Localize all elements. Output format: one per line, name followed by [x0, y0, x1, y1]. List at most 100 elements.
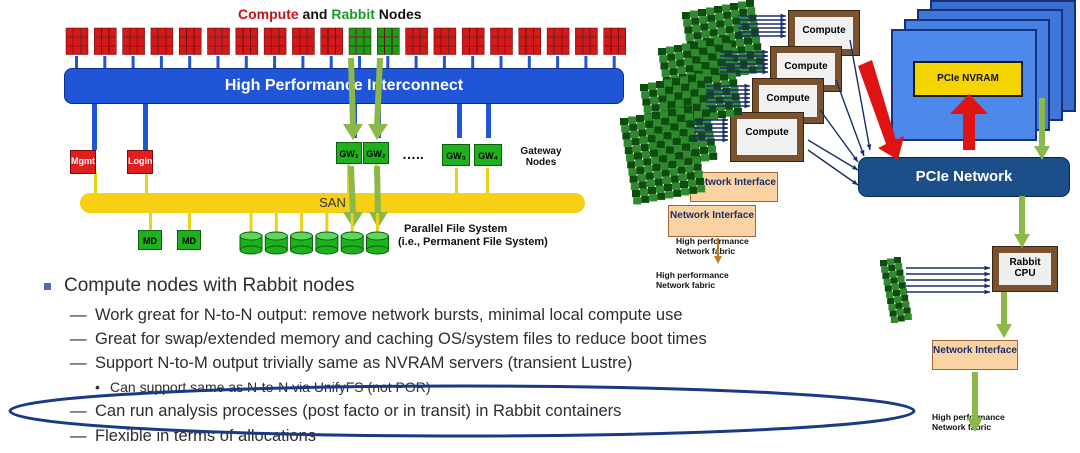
rack-grid-1 [677, 166, 686, 174]
node-cell [222, 27, 230, 37]
rack-grid-3 [706, 39, 714, 47]
rabbit-rack-grid [901, 294, 909, 302]
hpn-label-1: High performance Network fabric [656, 270, 729, 290]
rack-grid-1 [668, 109, 676, 117]
rack-grid-3 [722, 36, 730, 44]
node-cell [433, 45, 442, 55]
md1-link [149, 213, 152, 231]
rack-grid-1 [628, 168, 637, 176]
mgmt-label: Mgmt [71, 156, 95, 166]
rack-grid-1 [651, 156, 660, 164]
node-cell [363, 36, 372, 46]
rack-grid-4 [746, 0, 754, 8]
node-cell [137, 27, 145, 37]
rack-grid-3 [723, 43, 732, 51]
rack-grid-1 [664, 184, 672, 192]
rack-grid-1 [655, 133, 664, 141]
rack-grid-4 [748, 66, 757, 74]
node-cell [405, 36, 413, 46]
node-cell [327, 36, 336, 46]
rack1-link-head [722, 117, 728, 123]
rack-grid-3 [714, 89, 723, 97]
rack-grid-2 [681, 83, 690, 91]
gw1-label: GW₁ [339, 149, 359, 159]
rack-grid-1 [672, 182, 680, 190]
node-cell [178, 36, 187, 46]
node-cell [603, 36, 611, 46]
rack-grid-3 [691, 49, 700, 57]
node-cell [299, 27, 308, 37]
bullet-item-3: Support N-to-M output trivially same as … [95, 354, 633, 372]
rabbit-rack-grid [893, 290, 900, 297]
node-cell [94, 45, 102, 55]
md2-link [188, 213, 191, 231]
network-interface-label-3: Network Interface [933, 345, 1017, 356]
rack3-link-head [762, 53, 768, 59]
rack-grid-2 [649, 89, 658, 97]
hpn-label-2: High performance Network fabric [676, 236, 749, 256]
node-link [612, 56, 616, 68]
node-cell [505, 27, 513, 37]
node-cell [461, 45, 470, 55]
node-cell [165, 27, 174, 37]
node-cell [575, 36, 583, 46]
compute-node [94, 27, 117, 55]
node-cell [278, 27, 287, 37]
rack-grid-1 [671, 130, 680, 138]
rack-grid-3 [709, 60, 718, 68]
rack-grid-4 [731, 10, 740, 18]
rack-grid-2 [695, 118, 704, 126]
rabbit-cpu-label: Rabbit CPU [999, 253, 1051, 285]
rack-grid-4 [749, 21, 758, 29]
rack-grid-4 [699, 16, 708, 24]
node-cell [554, 36, 562, 46]
rabbit-rack-grid [889, 310, 897, 317]
compute-node [263, 27, 287, 55]
rack-grid-2 [672, 78, 680, 86]
rack-grid-1 [656, 185, 664, 193]
node-cell [405, 45, 413, 55]
compute-node [546, 27, 570, 55]
compute1-pcie-link-b [807, 149, 859, 186]
rack-grid-4 [755, 57, 764, 65]
node-cell [575, 27, 583, 37]
rabbit-to-gw2-arrow [374, 57, 383, 127]
bullet-item-1: Work great for N-to-N output: remove net… [95, 306, 683, 324]
rack-grid-1 [645, 120, 654, 128]
node-cell [392, 36, 400, 46]
node-cell [554, 45, 562, 55]
rack-grid-1 [653, 119, 662, 127]
pcie-network-label: PCIe Network [915, 168, 1013, 185]
rack-grid-1 [646, 179, 655, 187]
rack3-link-head [762, 65, 768, 71]
node-link [188, 56, 192, 68]
netif-fabric-green-arrowhead [967, 418, 983, 432]
rack-grid-4 [730, 3, 738, 11]
rack-grid-2 [642, 98, 651, 106]
diagram-title: Compute and Rabbit Nodes [238, 6, 422, 22]
login-label: Login [128, 156, 153, 166]
rack-grid-1 [687, 127, 696, 135]
rabbit-node [377, 27, 400, 55]
rack-grid-1 [682, 143, 690, 151]
rack-grid-1 [645, 172, 654, 180]
rack-grid-2 [656, 81, 664, 89]
rack-grid-4 [752, 36, 760, 44]
node-link [471, 56, 475, 68]
rack4-link-head [780, 17, 786, 23]
compute-node [575, 27, 598, 55]
node-cell [109, 45, 117, 55]
node-cell [278, 45, 287, 55]
rabbit-rack-grid [881, 266, 889, 273]
compute-label-2: Compute [759, 85, 817, 117]
node-cell [363, 45, 372, 55]
rabbit-rack-grid [890, 316, 898, 323]
rack-grid-1 [648, 142, 657, 150]
mgmt-link [92, 104, 97, 150]
node-cell [392, 27, 400, 37]
rack-grid-1 [634, 152, 642, 160]
compute4-pcie-link-head [866, 144, 872, 150]
node-cell [384, 45, 393, 55]
node-cell [561, 27, 570, 37]
compute-node [490, 27, 513, 55]
